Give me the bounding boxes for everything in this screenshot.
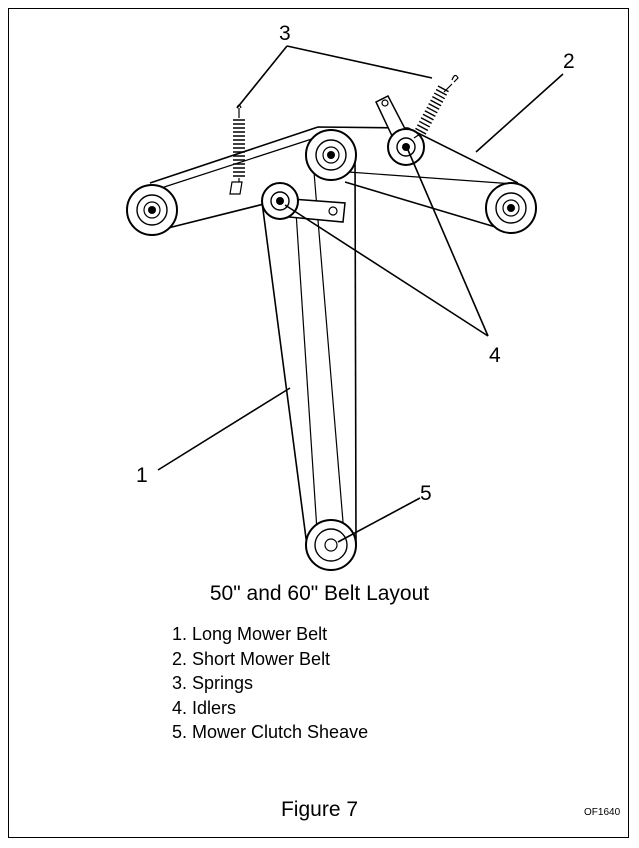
legend-item: 2. Short Mower Belt [172,648,331,669]
parts-legend: 1. Long Mower Belt 2. Short Mower Belt 3… [172,622,368,745]
legend-item: 1. Long Mower Belt [172,624,328,644]
legend-item: 4. Idlers [172,697,237,718]
figure-frame [8,8,629,838]
callout-2: 2 [563,50,575,73]
leader-line-5 [337,497,421,543]
legend-item: 3. Springs [172,673,254,693]
figure-code: OF1640 [584,807,621,818]
leader-line-4b [407,149,489,337]
left-idler-assembly [261,182,346,223]
right-spindle-sheave [485,182,537,234]
leader-line-4a [284,204,489,337]
figure-caption: 50" and 60" Belt Layout [209,582,430,605]
callout-5: 5 [420,482,432,505]
leader-line-2 [475,73,564,153]
center-spindle-sheave [305,129,357,181]
callout-4: 4 [489,344,501,367]
short-mower-belt [149,126,519,184]
leader-line-3a [236,45,288,109]
left-spindle-sheave [126,184,178,236]
leader-line-3b [286,45,433,79]
figure-number: Figure 7 [280,798,359,821]
legend-item: 5. Mower Clutch Sheave [172,722,369,742]
leader-line-1 [157,387,291,471]
callout-1: 1 [136,464,148,487]
left-spring [229,104,245,195]
mower-clutch-sheave [305,519,357,571]
right-idler-assembly [375,94,425,166]
long-mower-belt [261,201,308,547]
right-spring [413,74,459,139]
callout-3: 3 [279,22,291,45]
